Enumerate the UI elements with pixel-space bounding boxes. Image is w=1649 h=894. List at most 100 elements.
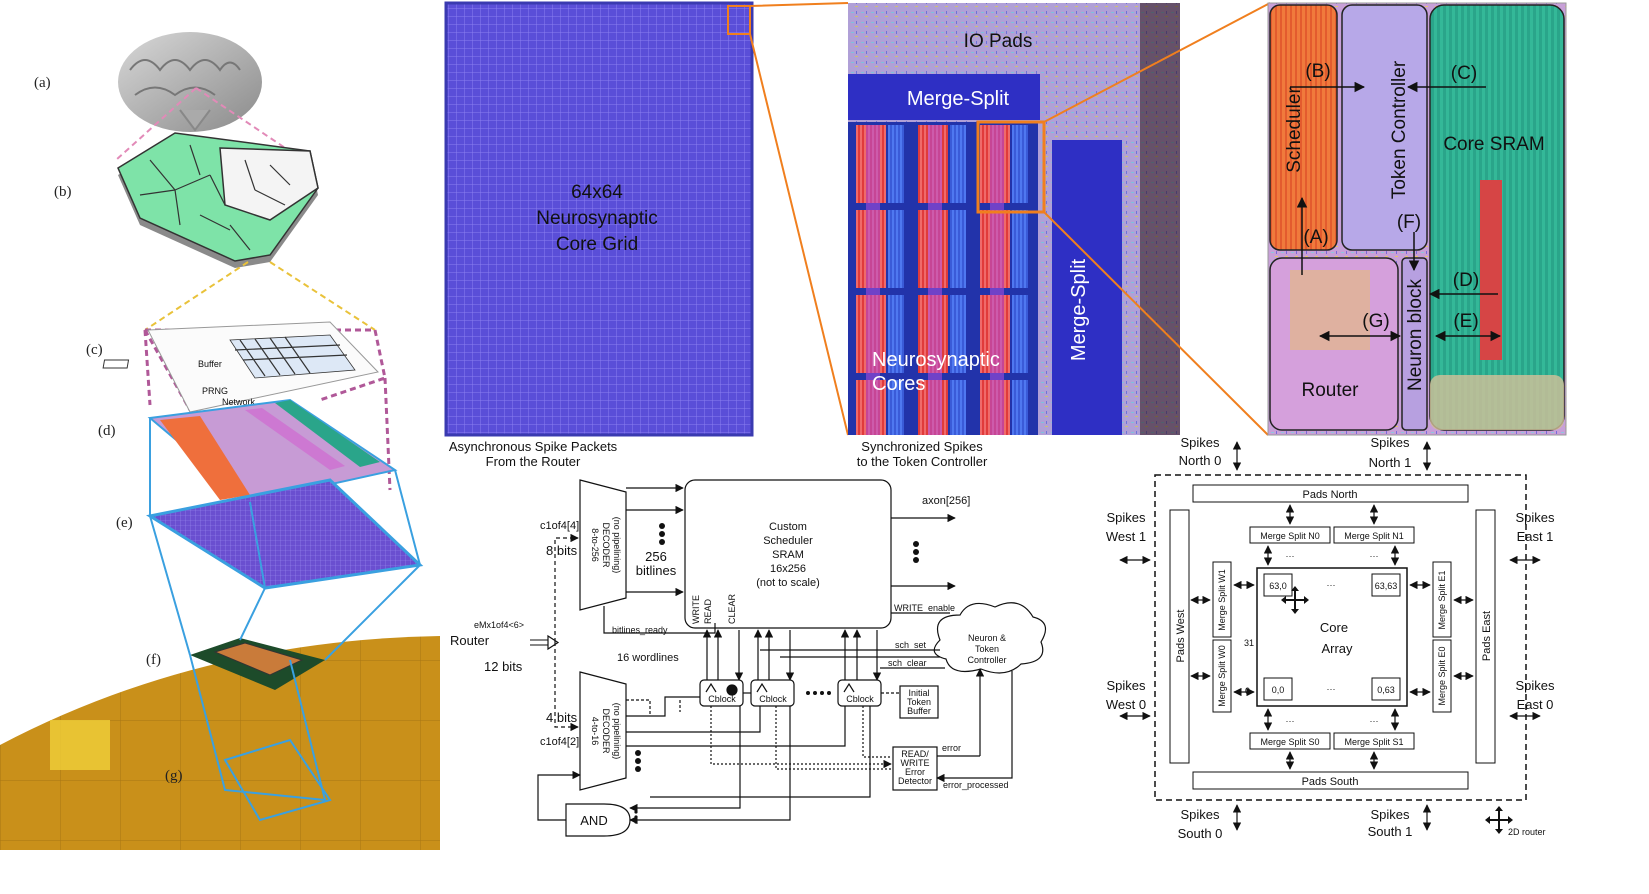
ms-s1-label: Merge Split S1 — [1344, 737, 1403, 747]
core-layout-panel: Scheduler Token Controller Core SRAM Rou… — [1267, 2, 1567, 436]
label-e: (e) — [116, 515, 133, 531]
router-label: Router — [1301, 380, 1359, 401]
ellipsis-top: ··· — [1327, 580, 1336, 590]
stack-network-label: Network — [222, 397, 256, 407]
ms-n1-label: Merge Split N1 — [1344, 531, 1404, 541]
core-array-line1: Core — [1320, 620, 1348, 635]
token-controller-block — [1341, 4, 1428, 251]
label-c: (c) — [86, 342, 103, 358]
merge-split-v-label: Merge-Split — [1068, 258, 1090, 361]
label-g: (g) — [165, 768, 183, 784]
wafer-die-highlight — [50, 720, 110, 770]
chip-package — [190, 638, 325, 690]
zoom-panel: IO Pads Merge-Split Merge-Split Neurosyn… — [848, 3, 1180, 469]
router-cross-icon — [1281, 586, 1309, 614]
legend-router-icon — [1485, 806, 1513, 834]
c1of4-4-label: c1of4[4] — [540, 520, 579, 532]
router-boundary — [1154, 474, 1527, 801]
ellipsis-s1: ··· — [1370, 716, 1379, 726]
die-outline — [189, 654, 332, 822]
core-grid-sheet — [146, 478, 424, 590]
grid-title-line1: 64x64 — [571, 182, 623, 203]
ms-n0-box — [1249, 526, 1331, 544]
wordlines-label: 16 wordlines — [617, 652, 679, 664]
error-processed-label: error_processed — [943, 780, 1009, 790]
grid-title-line3: Core Grid — [556, 234, 638, 255]
spikes-n0-line2: North 0 — [1179, 453, 1222, 468]
merge-split-vertical — [1052, 140, 1122, 435]
dec-bot-line1: 4-to-16 — [590, 717, 600, 746]
scheduler-schematic — [530, 479, 1047, 837]
ms-e1-label: Merge Split E1 — [1437, 570, 1447, 629]
label-d: (d) — [98, 423, 116, 439]
bitlines-count: 256 — [645, 549, 667, 564]
itb-line3: Buffer — [907, 706, 931, 716]
pads-west-box — [1169, 509, 1190, 764]
ms-w0-label: Merge Split W0 — [1217, 645, 1227, 707]
cblock-2-label: Cblock — [759, 694, 787, 704]
ellipsis-bottom: ··· — [1327, 684, 1336, 694]
bitlines-ready-label: bitlines_ready — [612, 625, 668, 635]
sram-line5: (not to scale) — [756, 577, 820, 589]
spikes-e1-line1: Spikes — [1515, 510, 1555, 525]
io-pads-label: IO Pads — [964, 31, 1033, 52]
label-f: (f) — [146, 652, 161, 668]
mark-b: (B) — [1305, 61, 1330, 82]
stack-panel: Buffer PRNG Network (a) (b) (c) (d) (e) … — [0, 32, 440, 850]
ellipsis-n1: ··· — [1370, 551, 1379, 561]
sram-block — [684, 479, 892, 629]
sch-set-label: sch_set — [895, 640, 927, 650]
bits8-label: 8 bits — [546, 543, 578, 558]
rwed-line3: Error — [905, 767, 925, 777]
rwed-line2: WRITE — [901, 758, 930, 768]
core-sram-label: Core SRAM — [1443, 134, 1544, 155]
ntc-line1: Neuron & — [968, 633, 1006, 643]
ms-w1-label: Merge Split W1 — [1217, 569, 1227, 631]
label-a: (a) — [34, 75, 51, 91]
cblock-3-label: Cblock — [846, 694, 874, 704]
spikes-w1-line2: West 1 — [1106, 529, 1146, 544]
grid-caption-line2: From the Router — [486, 454, 581, 469]
sram-line2: Scheduler — [763, 535, 813, 547]
wafer-image — [0, 636, 440, 850]
ms-s1-box — [1333, 732, 1415, 750]
write-label: WRITE — [691, 595, 701, 624]
ms-s0-box — [1249, 732, 1331, 750]
error-detector — [892, 746, 938, 791]
ms-e0-box — [1432, 639, 1452, 713]
cortex-sheet — [117, 132, 319, 268]
sram-line4: 16x256 — [770, 563, 806, 575]
ellipsis-s0: ··· — [1286, 716, 1295, 726]
schematic-labels: Router 12 bits eMx1of4<6> c1of4[4] 8 bit… — [450, 495, 1009, 828]
dec-top-line2: DECODER — [601, 522, 611, 568]
clear-label: CLEAR — [727, 593, 737, 624]
rwed-line1: READ/ — [901, 749, 929, 759]
merge-split-h-label: Merge-Split — [907, 88, 1010, 110]
zoom-caption-line2: to the Token Controller — [857, 454, 988, 469]
ms-w0-box — [1212, 639, 1232, 713]
router-input-label: Router — [450, 633, 490, 648]
spikes-s0-line1: Spikes — [1180, 807, 1220, 822]
decoder-bottom — [579, 671, 627, 791]
row-31-label: 31 — [1244, 638, 1254, 648]
pads-south-box — [1192, 771, 1469, 790]
bits12-label: 12 bits — [484, 659, 523, 674]
mark-d: (D) — [1453, 270, 1479, 291]
ellipsis-n0: ··· — [1286, 551, 1295, 561]
grid-caption-line1: Asynchronous Spike Packets — [449, 439, 618, 454]
scheduler-label: Scheduler — [1284, 87, 1305, 173]
core-grid-panel: 64x64 Neurosynaptic Core Grid Asynchrono… — [444, 1, 754, 469]
ntc-line2: Token — [975, 644, 999, 654]
core-layout-chip — [147, 398, 398, 504]
error-label: error — [942, 743, 961, 753]
stack-prng-label: PRNG — [202, 386, 228, 396]
merge-split-horizontal — [848, 74, 1040, 120]
and-label: AND — [580, 813, 607, 828]
zoom-marker — [727, 5, 751, 35]
mark-e: (E) — [1453, 311, 1478, 332]
axon-label: axon[256] — [922, 495, 970, 507]
emx-label: eMx1of4<6> — [474, 620, 524, 630]
pads-west-label: Pads West — [1175, 610, 1187, 663]
ntc-line3: Controller — [967, 655, 1006, 665]
